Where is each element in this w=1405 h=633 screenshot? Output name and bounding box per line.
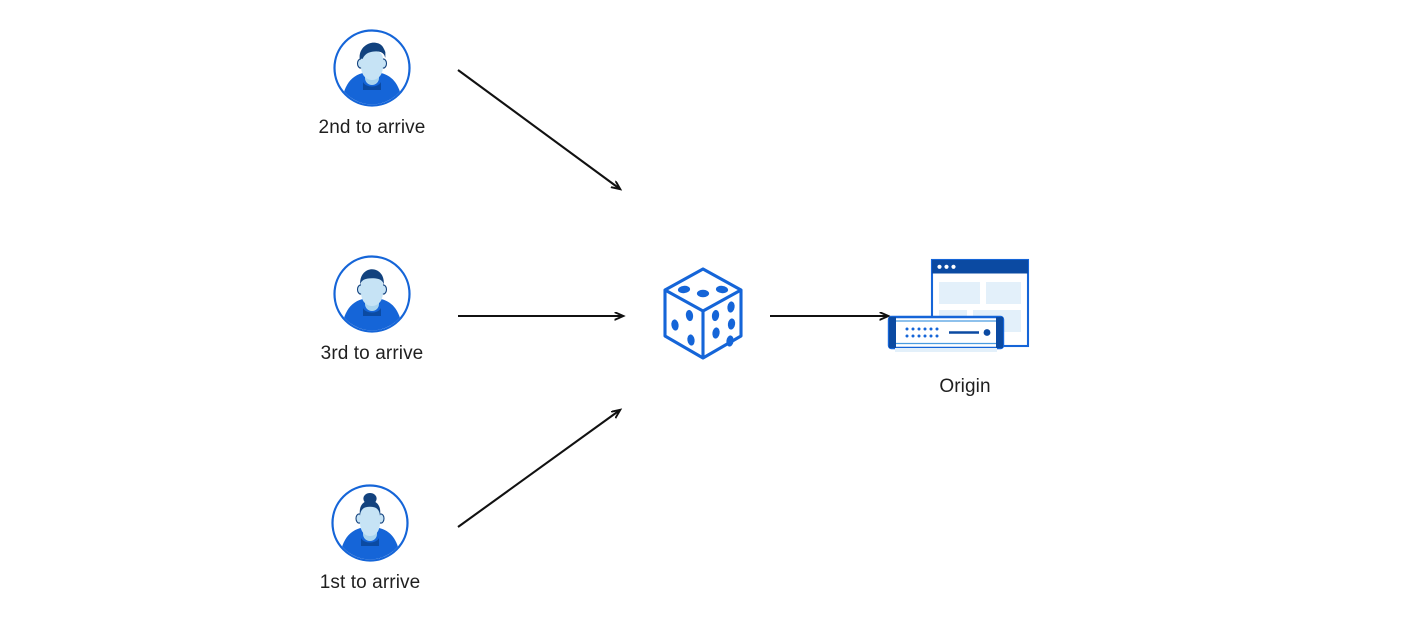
client-label: 2nd to arrive — [318, 117, 426, 138]
arrow-client-2nd-to-dice — [457, 69, 620, 189]
arrow-client-1st-to-dice — [457, 410, 620, 528]
origin-node[interactable]: Origin — [865, 256, 1065, 399]
client-node-1st-to-arrive[interactable]: 1st to arrive — [290, 483, 450, 595]
user-avatar-icon — [333, 29, 411, 107]
randomizer-node[interactable] — [658, 263, 748, 372]
client-node-3rd-to-arrive[interactable]: 3rd to arrive — [292, 254, 452, 366]
origin-server-icon — [887, 258, 1030, 352]
user-avatar-icon — [333, 255, 411, 333]
user-avatar-icon — [331, 484, 409, 562]
client-label: 3rd to arrive — [320, 343, 424, 364]
origin-label: Origin — [939, 376, 991, 397]
client-node-2nd-to-arrive[interactable]: 2nd to arrive — [292, 28, 452, 140]
server-appliance-icon — [887, 315, 1005, 352]
client-label: 1st to arrive — [319, 572, 421, 593]
dice-icon — [663, 267, 743, 360]
